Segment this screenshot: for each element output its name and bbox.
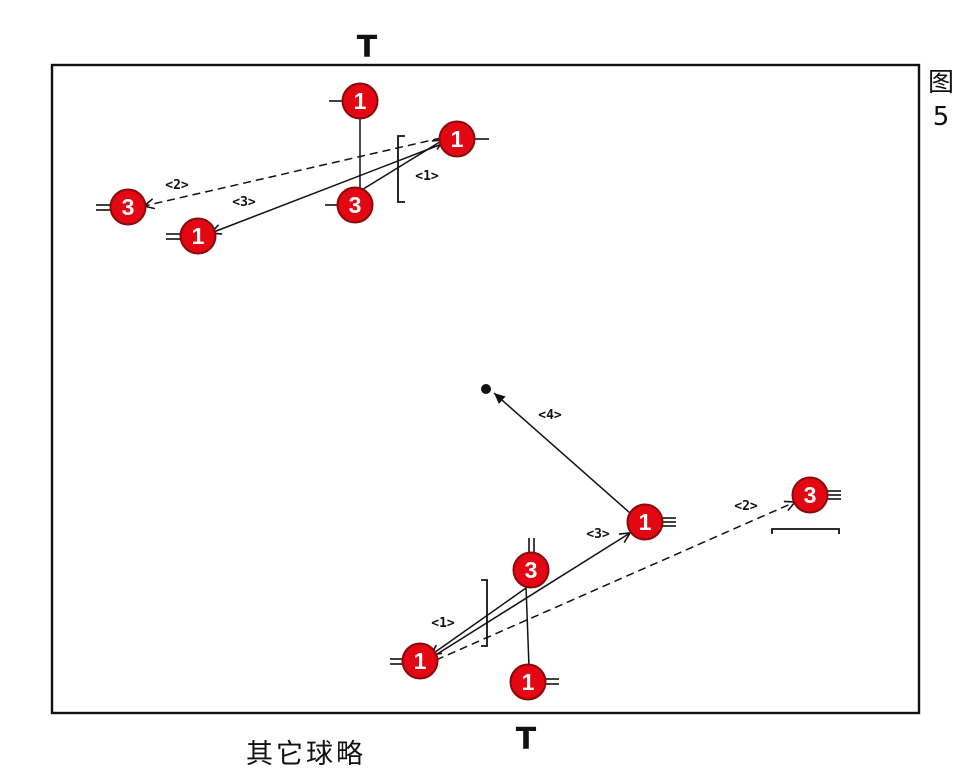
player-marker: 1 bbox=[626, 503, 676, 541]
t-mark-top: T bbox=[357, 30, 378, 65]
player-marker: 1 bbox=[329, 82, 379, 120]
figure-caption: 其它球略 bbox=[246, 739, 366, 770]
move-arrow-top-2 bbox=[144, 137, 442, 206]
player-number: 3 bbox=[525, 557, 538, 583]
player-marker: 1 bbox=[390, 642, 439, 680]
sequence-label: <3> bbox=[586, 527, 610, 542]
move-arrow-bottom-1 bbox=[431, 587, 527, 655]
player-marker: 3 bbox=[96, 188, 147, 226]
bracket-bottom bbox=[481, 579, 488, 647]
sequence-label: <1> bbox=[415, 169, 439, 184]
player-number: 3 bbox=[804, 482, 817, 508]
player-number: 1 bbox=[451, 126, 464, 152]
sequence-label: <2> bbox=[165, 178, 189, 193]
player-marker: 3 bbox=[512, 538, 550, 589]
player-marker: 1 bbox=[438, 120, 489, 158]
player-number: 1 bbox=[639, 509, 652, 535]
move-arrow-bottom-2 bbox=[435, 502, 795, 661]
player-number: 1 bbox=[354, 88, 367, 114]
court-boundary bbox=[50, 63, 921, 715]
player-number: 3 bbox=[122, 194, 135, 220]
t-mark-bottom: T bbox=[516, 722, 537, 757]
move-arrow-bottom-4 bbox=[493, 392, 631, 514]
sequence-label: <3> bbox=[232, 195, 256, 210]
player-number: 1 bbox=[414, 648, 427, 674]
player-number: 1 bbox=[522, 669, 535, 695]
player-marker: 3 bbox=[325, 186, 374, 224]
sequence-label: <1> bbox=[431, 616, 455, 631]
connector-line bbox=[525, 585, 530, 668]
player-marker: 1 bbox=[509, 663, 559, 701]
figure-label: 图5 bbox=[927, 68, 954, 132]
player-marker: 1 bbox=[166, 217, 217, 255]
move-arrow-bottom-3 bbox=[433, 533, 630, 657]
player-number: 1 bbox=[192, 223, 205, 249]
move-arrow-top-3 bbox=[211, 143, 443, 233]
sequence-label: <4> bbox=[538, 408, 562, 423]
bracket-right bbox=[771, 528, 840, 534]
target-dot bbox=[481, 384, 491, 394]
sequence-label: <2> bbox=[734, 499, 758, 514]
bracket-top bbox=[397, 135, 405, 203]
player-marker: 3 bbox=[791, 476, 841, 514]
player-number: 3 bbox=[349, 192, 362, 218]
